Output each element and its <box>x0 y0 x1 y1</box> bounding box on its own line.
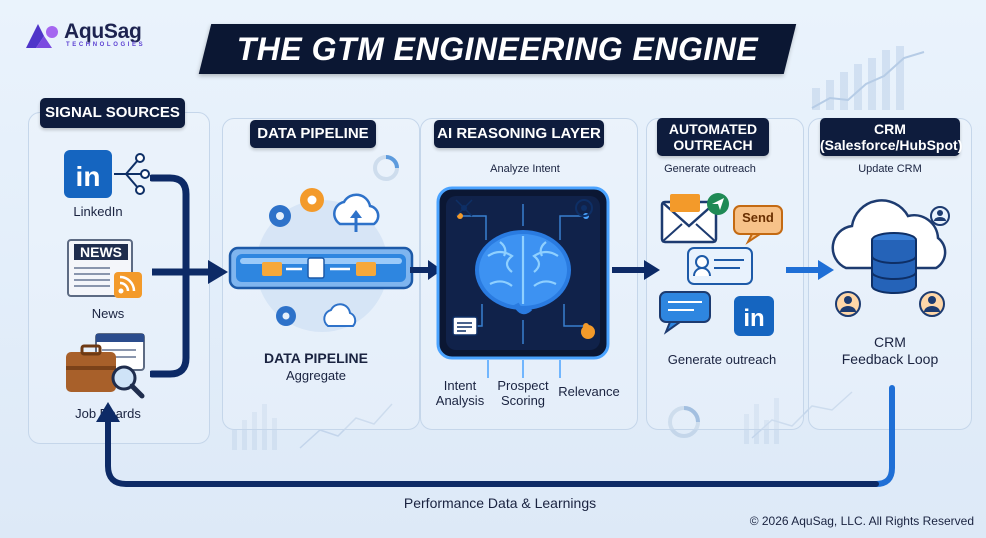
signal-label-news: News <box>91 306 125 321</box>
feedback-label: Performance Data & Learnings <box>403 495 597 511</box>
news-icon: NEWS <box>67 239 142 298</box>
outreach-subtitle: Generate outreach <box>664 163 756 175</box>
ai-brain-illustration <box>436 186 610 360</box>
sources-merge-connector <box>150 174 228 378</box>
crm-header: CRM (Salesforce/HubSpot) <box>820 118 962 156</box>
signal-sources-header: SIGNAL SOURCES <box>40 98 185 128</box>
linkedin-icon: in <box>64 150 150 198</box>
ai-output-connectors <box>487 360 561 378</box>
crm-database-illustration <box>831 199 950 317</box>
network-icon <box>455 199 473 217</box>
ai-output-relevance: Relevance <box>558 384 620 399</box>
page-title: THE GTM ENGINEERING ENGINE <box>236 31 759 67</box>
ai-layer-subtitle: Analyze Intent <box>490 163 560 175</box>
crm-subtitle: Update CRM <box>858 163 922 175</box>
brand-tagline: TECHNOLOGIES <box>66 42 146 48</box>
data-pipeline-subcaption: Aggregate <box>286 368 346 383</box>
crm-caption: CRM Feedback Loop <box>841 334 939 367</box>
analytics-screen-icon <box>452 316 478 336</box>
send-label: Send <box>742 210 774 225</box>
svg-text:in: in <box>76 161 101 192</box>
aqusag-logo-icon <box>26 24 58 48</box>
feedback-loop-arrow <box>96 385 895 487</box>
svg-text:in: in <box>743 305 764 332</box>
ai-output-prospect-scoring: Prospect Scoring <box>497 378 549 408</box>
arrow-outreach-to-crm <box>786 260 834 280</box>
ai-layer-header: AI REASONING LAYER <box>434 120 604 148</box>
arrow-ai-to-outreach <box>612 260 660 280</box>
ai-output-intent-analysis: Intent Analysis <box>435 378 485 408</box>
svg-text:NEWS: NEWS <box>80 244 122 260</box>
outreach-header: AUTOMATED OUTREACH <box>657 118 769 156</box>
brand-name: AquSag <box>64 20 142 43</box>
job-boards-icon <box>66 333 145 399</box>
outreach-caption: Generate outreach <box>667 352 777 367</box>
copyright-notice: © 2026 AquSag, LLC. All Rights Reserved <box>749 514 974 528</box>
arrow-pipeline-to-ai <box>410 260 442 280</box>
settings-chip-icon <box>575 199 593 217</box>
signal-label-linkedin: LinkedIn <box>73 204 123 219</box>
data-pipeline-illustration <box>228 188 414 332</box>
relevance-dot-icon <box>581 325 595 339</box>
data-pipeline-header: DATA PIPELINE <box>250 120 376 148</box>
outreach-illustration: in <box>659 193 783 336</box>
data-pipeline-caption: DATA PIPELINE <box>264 350 368 366</box>
